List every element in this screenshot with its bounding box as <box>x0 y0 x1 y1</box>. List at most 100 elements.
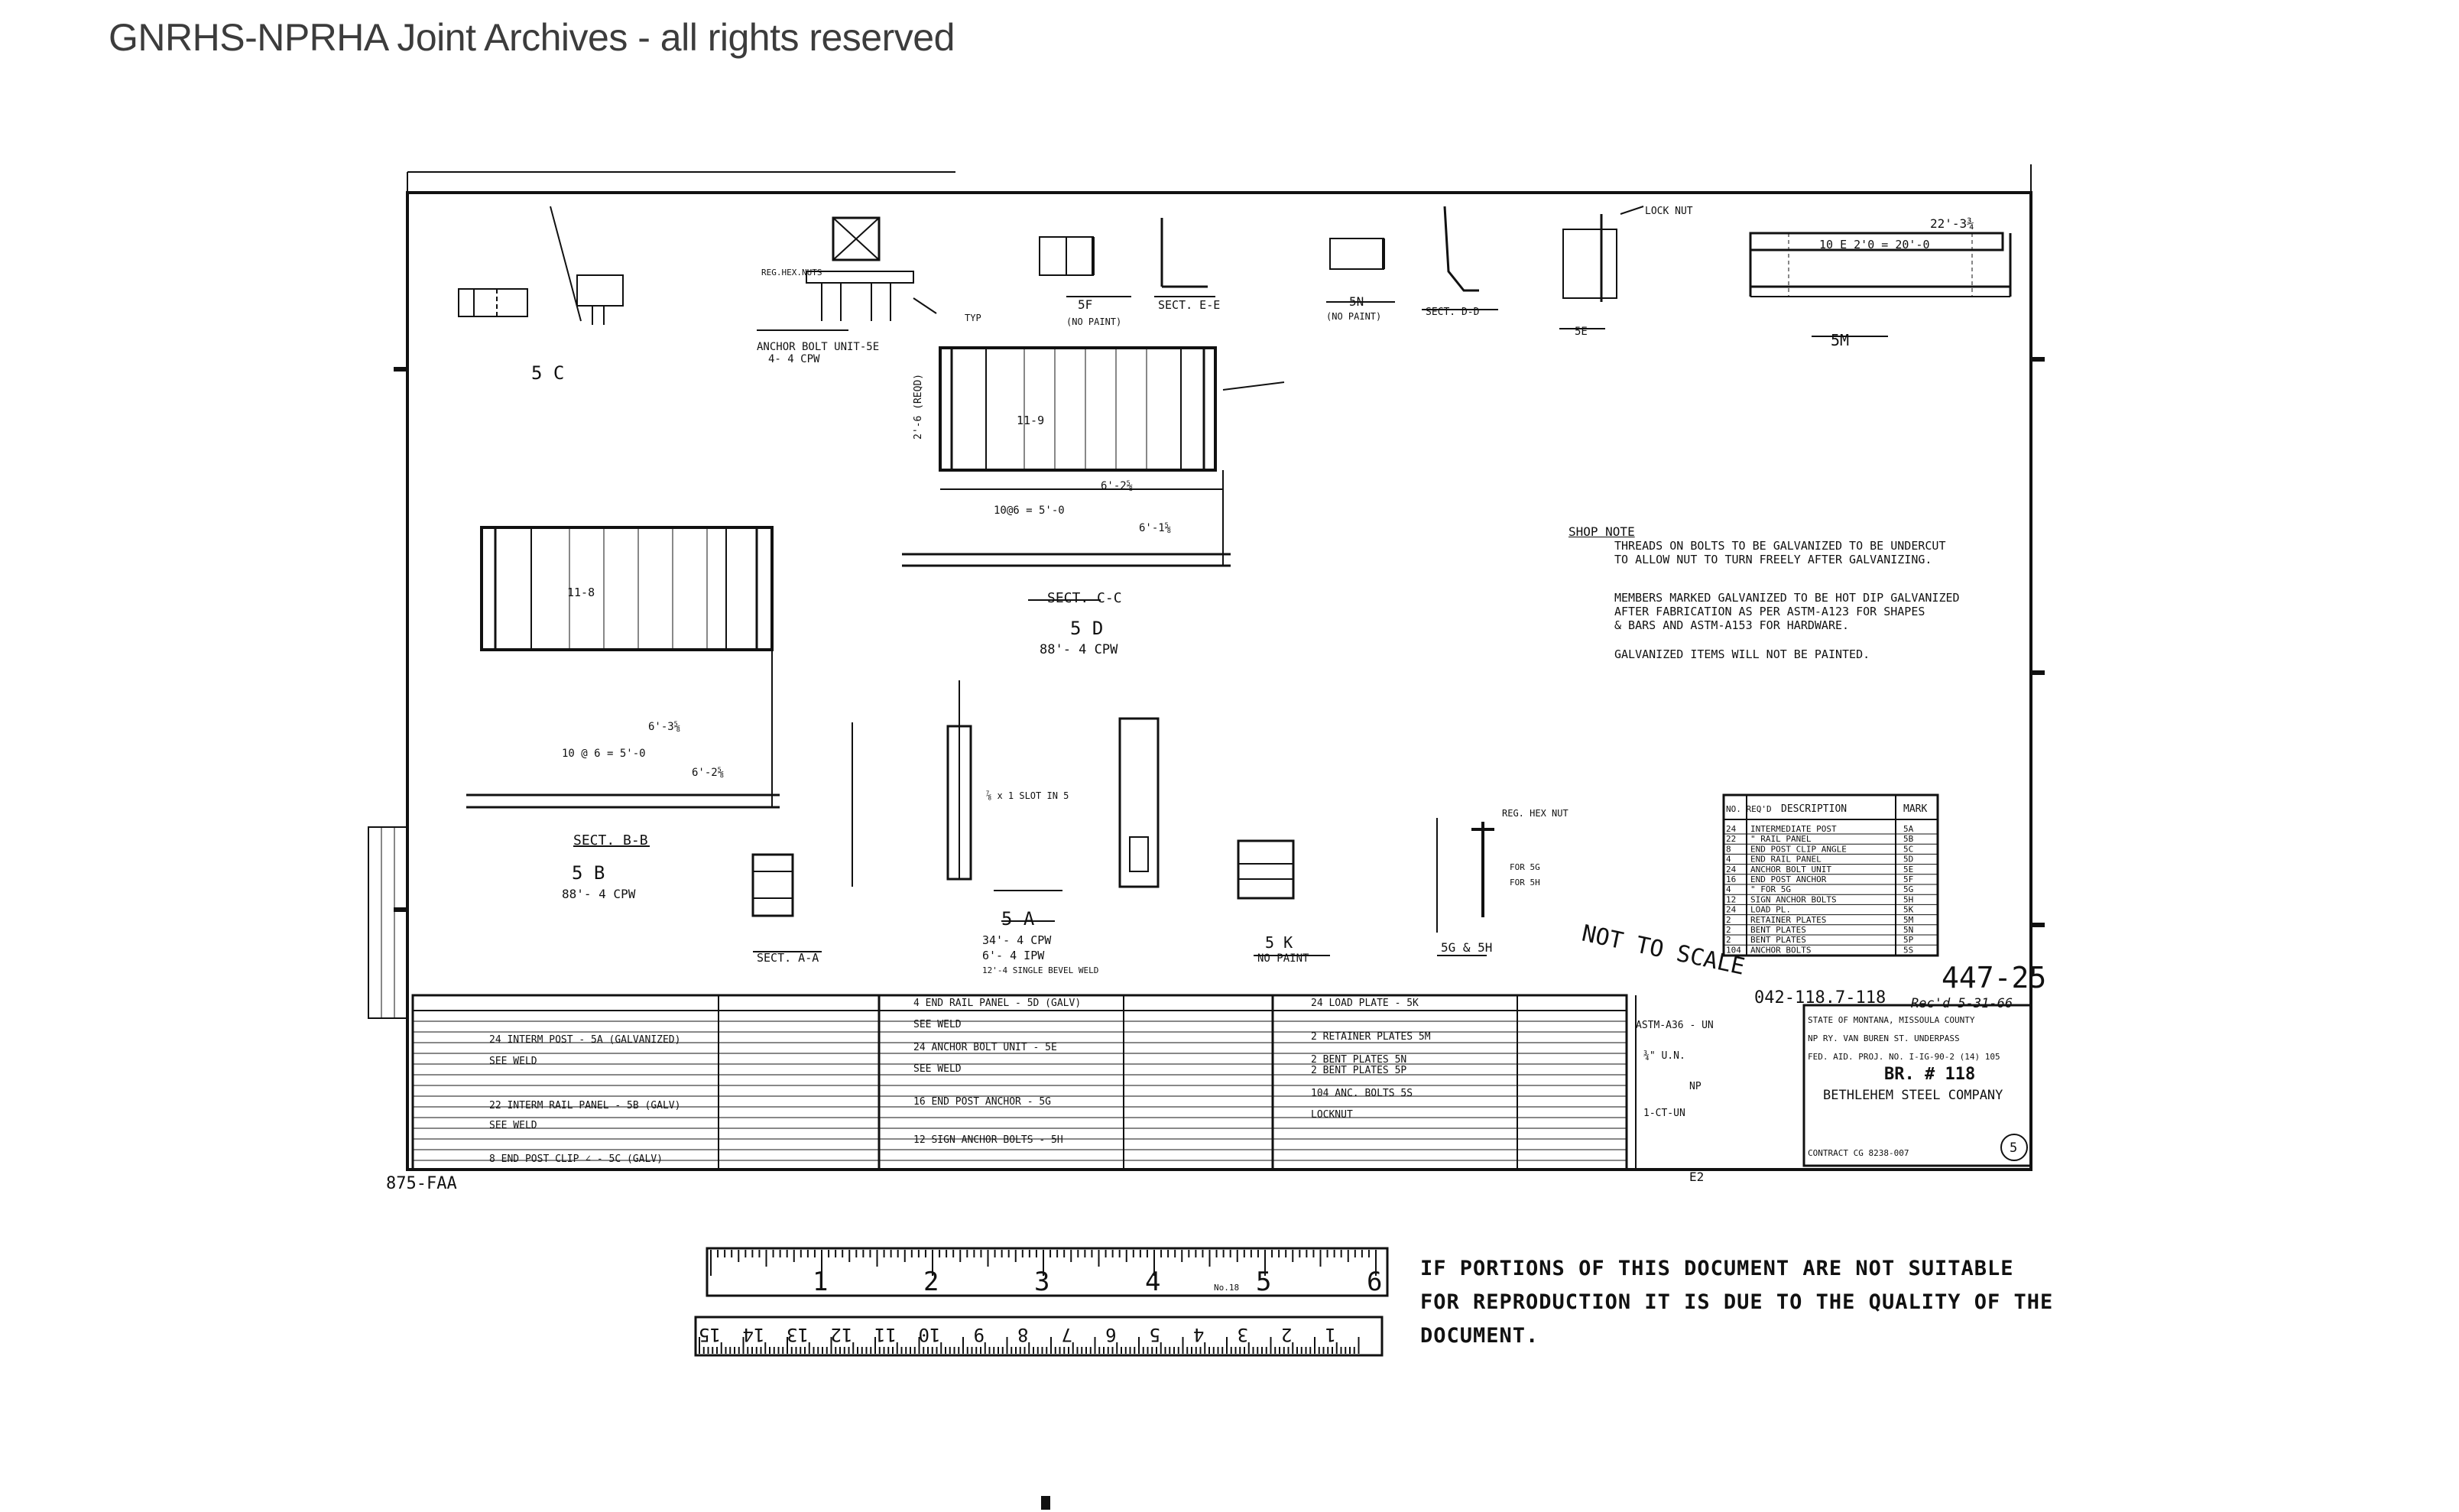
dim-5d-c: 6'-1⅝ <box>1139 522 1171 534</box>
view-5n-label: 5N <box>1349 294 1364 309</box>
mark-table-desc: END POST ANCHOR <box>1750 874 1827 884</box>
bill-line: 2 BENT PLATES 5P <box>1311 1065 1406 1076</box>
ruler-cm-number: 1 <box>1325 1324 1336 1345</box>
bill-line: 4 END RAIL PANEL - 5D (GALV) <box>913 998 1081 1009</box>
view-5n-paint: (NO PAINT) <box>1326 311 1381 322</box>
view-5f-label: 5F <box>1078 297 1092 312</box>
mark-table-qty: 104 <box>1726 945 1741 955</box>
bill-line: 16 END POST ANCHOR - 5G <box>913 1096 1051 1108</box>
sect-cc-label: SECT. C-C <box>1047 590 1122 606</box>
bill-line: 12 SIGN ANCHOR BOLTS - 5H <box>913 1134 1063 1146</box>
for-5h-label: FOR 5H <box>1510 878 1540 887</box>
mark-table-desc: " RAIL PANEL <box>1750 834 1812 844</box>
view-5c-label: 5 C <box>531 362 564 384</box>
bill-line: LOCKNUT <box>1311 1109 1353 1121</box>
mark-table-qty: 24 <box>1726 905 1737 915</box>
shop-note-line: GALVANIZED ITEMS WILL NOT BE PAINTED. <box>1614 647 1870 661</box>
mark-table-qty: 22 <box>1726 834 1736 844</box>
bill-line: 24 INTERM POST - 5A (GALVANIZED) <box>489 1034 680 1046</box>
mark-table-qty: 24 <box>1726 865 1737 874</box>
mark-table-desc: BENT PLATES <box>1750 935 1806 945</box>
railway-line: NP RY. VAN BUREN ST. UNDERPASS <box>1808 1033 1960 1043</box>
mark-table-qty: 8 <box>1726 844 1731 854</box>
contract-number: CONTRACT CG 8238-007 <box>1808 1148 1909 1158</box>
np-label: NP <box>1689 1081 1702 1092</box>
bill-line: 24 LOAD PLATE - 5K <box>1311 998 1419 1009</box>
dim-5b-b: 10 @ 6 = 5'-0 <box>562 748 646 760</box>
bill-line: 2 RETAINER PLATES 5M <box>1311 1031 1431 1043</box>
mark-table-qty: 24 <box>1726 824 1737 834</box>
ruler-cm-number: 9 <box>974 1324 985 1345</box>
ruler-cm-number: 7 <box>1062 1324 1072 1345</box>
mark-table-desc: ANCHOR BOLTS <box>1750 945 1811 955</box>
ruler-inch-number: 6 <box>1367 1267 1382 1297</box>
mark-table-desc: " FOR 5G <box>1750 884 1791 894</box>
ruler-inch-number: 2 <box>923 1267 939 1297</box>
ruler-cm-number: 11 <box>874 1324 897 1345</box>
project-line: FED. AID. PROJ. NO. I-IG-90-2 (14) 105 <box>1808 1052 2000 1062</box>
view-5f-paint: (NO PAINT) <box>1066 316 1121 327</box>
shop-note-line: THREADS ON BOLTS TO BE GALVANIZED TO BE … <box>1614 539 1946 553</box>
dim-5b-a: 6'-3⅝ <box>648 721 680 733</box>
bill-line: 22 INTERM RAIL PANEL - 5B (GALV) <box>489 1100 680 1111</box>
view-5a-weld: 12'-4 SINGLE BEVEL WELD <box>982 965 1098 975</box>
mark-table-desc: SIGN ANCHOR BOLTS <box>1750 894 1837 904</box>
mark-table-mark: 5F <box>1903 874 1913 884</box>
received-date: Rec'd 5-31-66 <box>1911 996 2013 1011</box>
ruler-cm-number: 14 <box>743 1324 765 1345</box>
spec-label: ASTM-A36 - UN <box>1636 1020 1714 1031</box>
company-name: BETHLEHEM STEEL COMPANY <box>1823 1088 2003 1103</box>
dim-5b-height: 11-8 <box>567 586 595 599</box>
ruler-cm-number: 13 <box>787 1324 809 1345</box>
mark-table-mark: 5G <box>1903 884 1913 894</box>
mark-table-header-desc: DESCRIPTION <box>1781 803 1847 815</box>
mark-table-header-qty: NO. REQ'D <box>1726 804 1772 814</box>
mark-table-desc: ANCHOR BOLT UNIT <box>1750 865 1831 874</box>
view-5k-label: 5 K <box>1265 933 1293 952</box>
mark-table-desc: END RAIL PANEL <box>1750 855 1822 865</box>
view-5a-qty2: 6'- 4 IPW <box>982 949 1045 962</box>
shop-note-line: AFTER FABRICATION AS PER ASTM-A123 FOR S… <box>1614 605 1925 618</box>
ruler-cm-number: 5 <box>1150 1324 1160 1345</box>
view-5a-qty1: 34'- 4 CPW <box>982 933 1052 947</box>
view-5d-label: 5 D <box>1070 618 1103 639</box>
view-5e-label: 5E <box>1575 326 1588 338</box>
dim-2-6-reqd: 2'-6 (REQD) <box>913 374 924 440</box>
sheet-number: 447-25 <box>1942 961 2046 994</box>
view-5b-label: 5 B <box>572 862 605 884</box>
ruler-inch-number: 5 <box>1256 1267 1271 1297</box>
archive-banner: GNRHS-NPRHA Joint Archives - all rights … <box>109 16 955 59</box>
dim-5m-spacing: 10 E 2'0 = 20'-0 <box>1819 238 1930 251</box>
mark-table-mark: 5D <box>1903 855 1913 865</box>
mark-table-desc: LOAD PL. <box>1750 905 1791 915</box>
view-5b-qty: 88'- 4 CPW <box>562 887 636 901</box>
mark-table-qty: 12 <box>1726 894 1736 904</box>
ruler-cm-number: 12 <box>831 1324 853 1345</box>
mark-table-desc: END POST CLIP ANGLE <box>1750 844 1847 854</box>
ruler-cm-number: 4 <box>1193 1324 1204 1345</box>
mark-table-mark: 5N <box>1903 925 1913 935</box>
bill-line: SEE WELD <box>489 1120 537 1131</box>
mark-table-qty: 2 <box>1726 925 1731 935</box>
mark-table-qty: 4 <box>1726 855 1731 865</box>
mark-table-desc: RETAINER PLATES <box>1750 915 1826 925</box>
mark-table-mark: 5B <box>1903 834 1914 844</box>
slot-note: ⅞ x 1 SLOT IN 5 <box>986 790 1069 801</box>
dim-5d-a: 6'-2⅝ <box>1101 480 1133 492</box>
bill-line: SEE WELD <box>913 1019 962 1030</box>
ruler-maker: No.18 <box>1214 1283 1239 1293</box>
left-margin-number: 875-FAA <box>386 1174 457 1193</box>
reg-hex-nuts-label: REG.HEX.NUTS <box>761 268 822 277</box>
anchor-bolt-unit-qty: 4- 4 CPW <box>768 353 820 365</box>
sect-bb-label: SECT. B-B <box>573 832 648 848</box>
shop-note: SHOP NOTE THREADS ON BOLTS TO BE GALVANI… <box>1569 524 2027 661</box>
dim-5d-height: 11-9 <box>1017 414 1044 427</box>
mark-table-mark: 5K <box>1903 905 1914 915</box>
page-marker <box>1041 1496 1050 1510</box>
drawing-number: 042-118.7-118 <box>1754 988 1886 1007</box>
view-5m-label: 5M <box>1831 331 1849 349</box>
ruler-cm-number: 10 <box>919 1324 941 1345</box>
mark-table-header-mark: MARK <box>1903 803 1927 815</box>
ruler-cm-number: 15 <box>699 1324 721 1345</box>
